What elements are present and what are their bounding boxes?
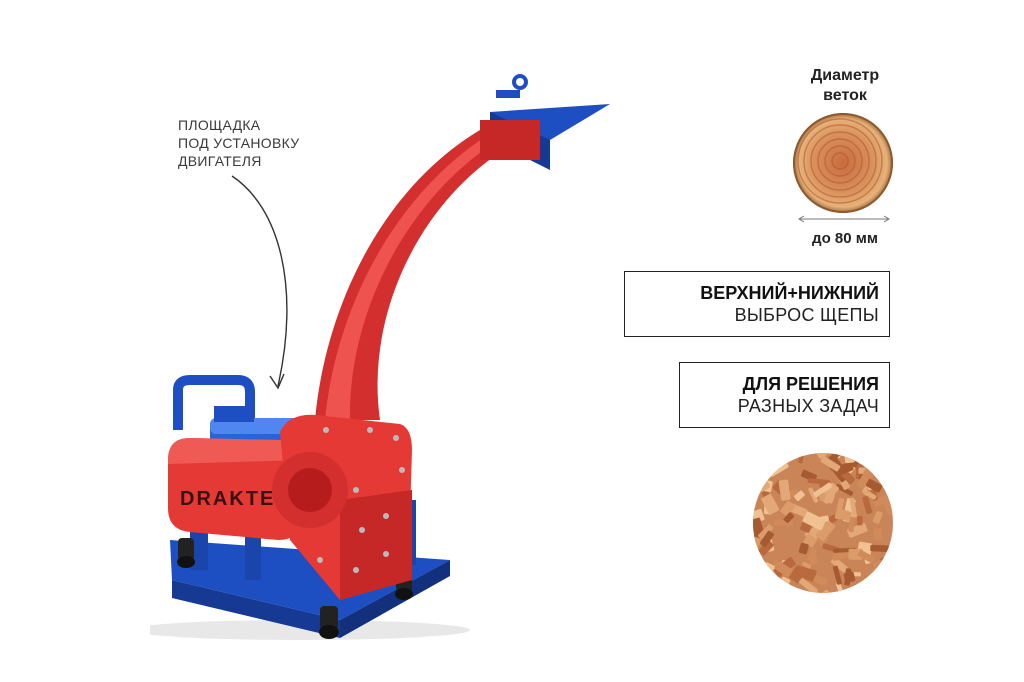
wood-chip: [865, 478, 883, 493]
wood-chip: [774, 561, 793, 578]
diameter-value: до 80 мм: [812, 230, 878, 247]
wood-chip: [808, 552, 818, 566]
wood-chip: [843, 571, 856, 583]
wood-chip: [758, 524, 774, 540]
wood-chip: [794, 490, 805, 501]
wood-chip: [849, 497, 857, 518]
feature-2-strong: ДЛЯ РЕШЕНИЯ: [742, 374, 879, 394]
wood-chip: [753, 536, 754, 553]
wood-chip: [758, 540, 774, 556]
feature-box-discharge: ВЕРХНИЙ+НИЖНИЙ ВЫБРОС ЩЕПЫ: [624, 271, 890, 337]
wood-chip: [857, 515, 863, 526]
wood-chip: [863, 577, 882, 588]
diameter-measure-icon: [798, 215, 890, 223]
wood-chip: [753, 476, 756, 491]
callout-line-2: ПОД УСТАНОВКУ: [178, 135, 300, 151]
wood-chip: [872, 510, 883, 525]
branch-diameter-title: Диаметр веток: [780, 66, 910, 106]
wood-chip: [782, 587, 792, 593]
wood-chip: [834, 461, 854, 477]
wood-chip: [798, 577, 818, 593]
wood-chip: [769, 452, 793, 453]
wood-chip: [873, 528, 883, 541]
wood-chip: [835, 582, 845, 593]
wood-chip: [813, 482, 833, 498]
discharge-chute: [315, 74, 610, 420]
feature-1-strong: ВЕРХНИЙ+НИЖНИЙ: [700, 283, 879, 303]
wood-chip: [873, 497, 884, 508]
wood-chips-image: [753, 452, 893, 593]
wood-chip: [866, 465, 873, 478]
wood-chipper-machine: DRAKTER: [150, 74, 610, 640]
wood-chip: [780, 500, 795, 517]
wood-chip: [857, 550, 876, 564]
brand-logo: DRAKTER: [180, 488, 292, 510]
chipper-housing: [272, 414, 412, 600]
wood-chip: [802, 511, 826, 531]
wood-chip: [824, 492, 835, 504]
diameter-title-line-2: веток: [823, 87, 867, 104]
wood-chip: [832, 549, 854, 561]
wood-chip: [810, 453, 828, 459]
wood-chip: [759, 530, 774, 548]
belt-guard: [168, 438, 305, 540]
engine-platform-callout: ПЛОЩАДКА ПОД УСТАНОВКУ ДВИГАТЕЛЯ: [178, 116, 358, 170]
callout-arrow-icon: [231, 175, 288, 390]
wood-chip: [815, 520, 836, 542]
wood-chip: [832, 565, 842, 585]
wood-chip: [852, 587, 862, 593]
wood-chip: [847, 523, 868, 538]
wood-chip: [848, 516, 855, 532]
wood-chip: [844, 453, 855, 464]
wood-chip: [882, 476, 893, 489]
callout-line-1: ПЛОЩАДКА: [178, 117, 261, 133]
wood-chip: [848, 548, 863, 560]
wood-chip: [813, 574, 828, 587]
wood-chip: [783, 512, 794, 524]
wood-chip: [826, 453, 845, 463]
callout-line-3: ДВИГАТЕЛЯ: [178, 153, 262, 169]
wood-chip: [820, 456, 841, 472]
wood-chip: [761, 493, 780, 515]
wood-chip: [838, 509, 852, 522]
wood-chip: [798, 542, 809, 555]
wood-chip: [802, 561, 812, 569]
wood-chip: [863, 489, 877, 500]
wood-chip: [870, 544, 893, 553]
wood-chip: [834, 498, 845, 520]
wood-chip: [830, 557, 848, 573]
wood-chip: [794, 565, 817, 582]
feature-box-tasks: ДЛЯ РЕШЕНИЯ РАЗНЫХ ЗАДАЧ: [679, 362, 890, 428]
wood-chip: [808, 487, 819, 503]
wood-log-image: [793, 113, 893, 213]
feature-1-light: ВЫБРОС ЩЕПЫ: [734, 305, 879, 325]
wood-chip: [778, 479, 791, 501]
wood-chip: [872, 560, 890, 585]
wood-chip: [862, 495, 873, 515]
wood-chip: [807, 478, 831, 485]
diameter-title-line-1: Диаметр: [810, 67, 880, 84]
wood-chip: [835, 483, 854, 496]
feature-2-light: РАЗНЫХ ЗАДАЧ: [737, 396, 879, 416]
